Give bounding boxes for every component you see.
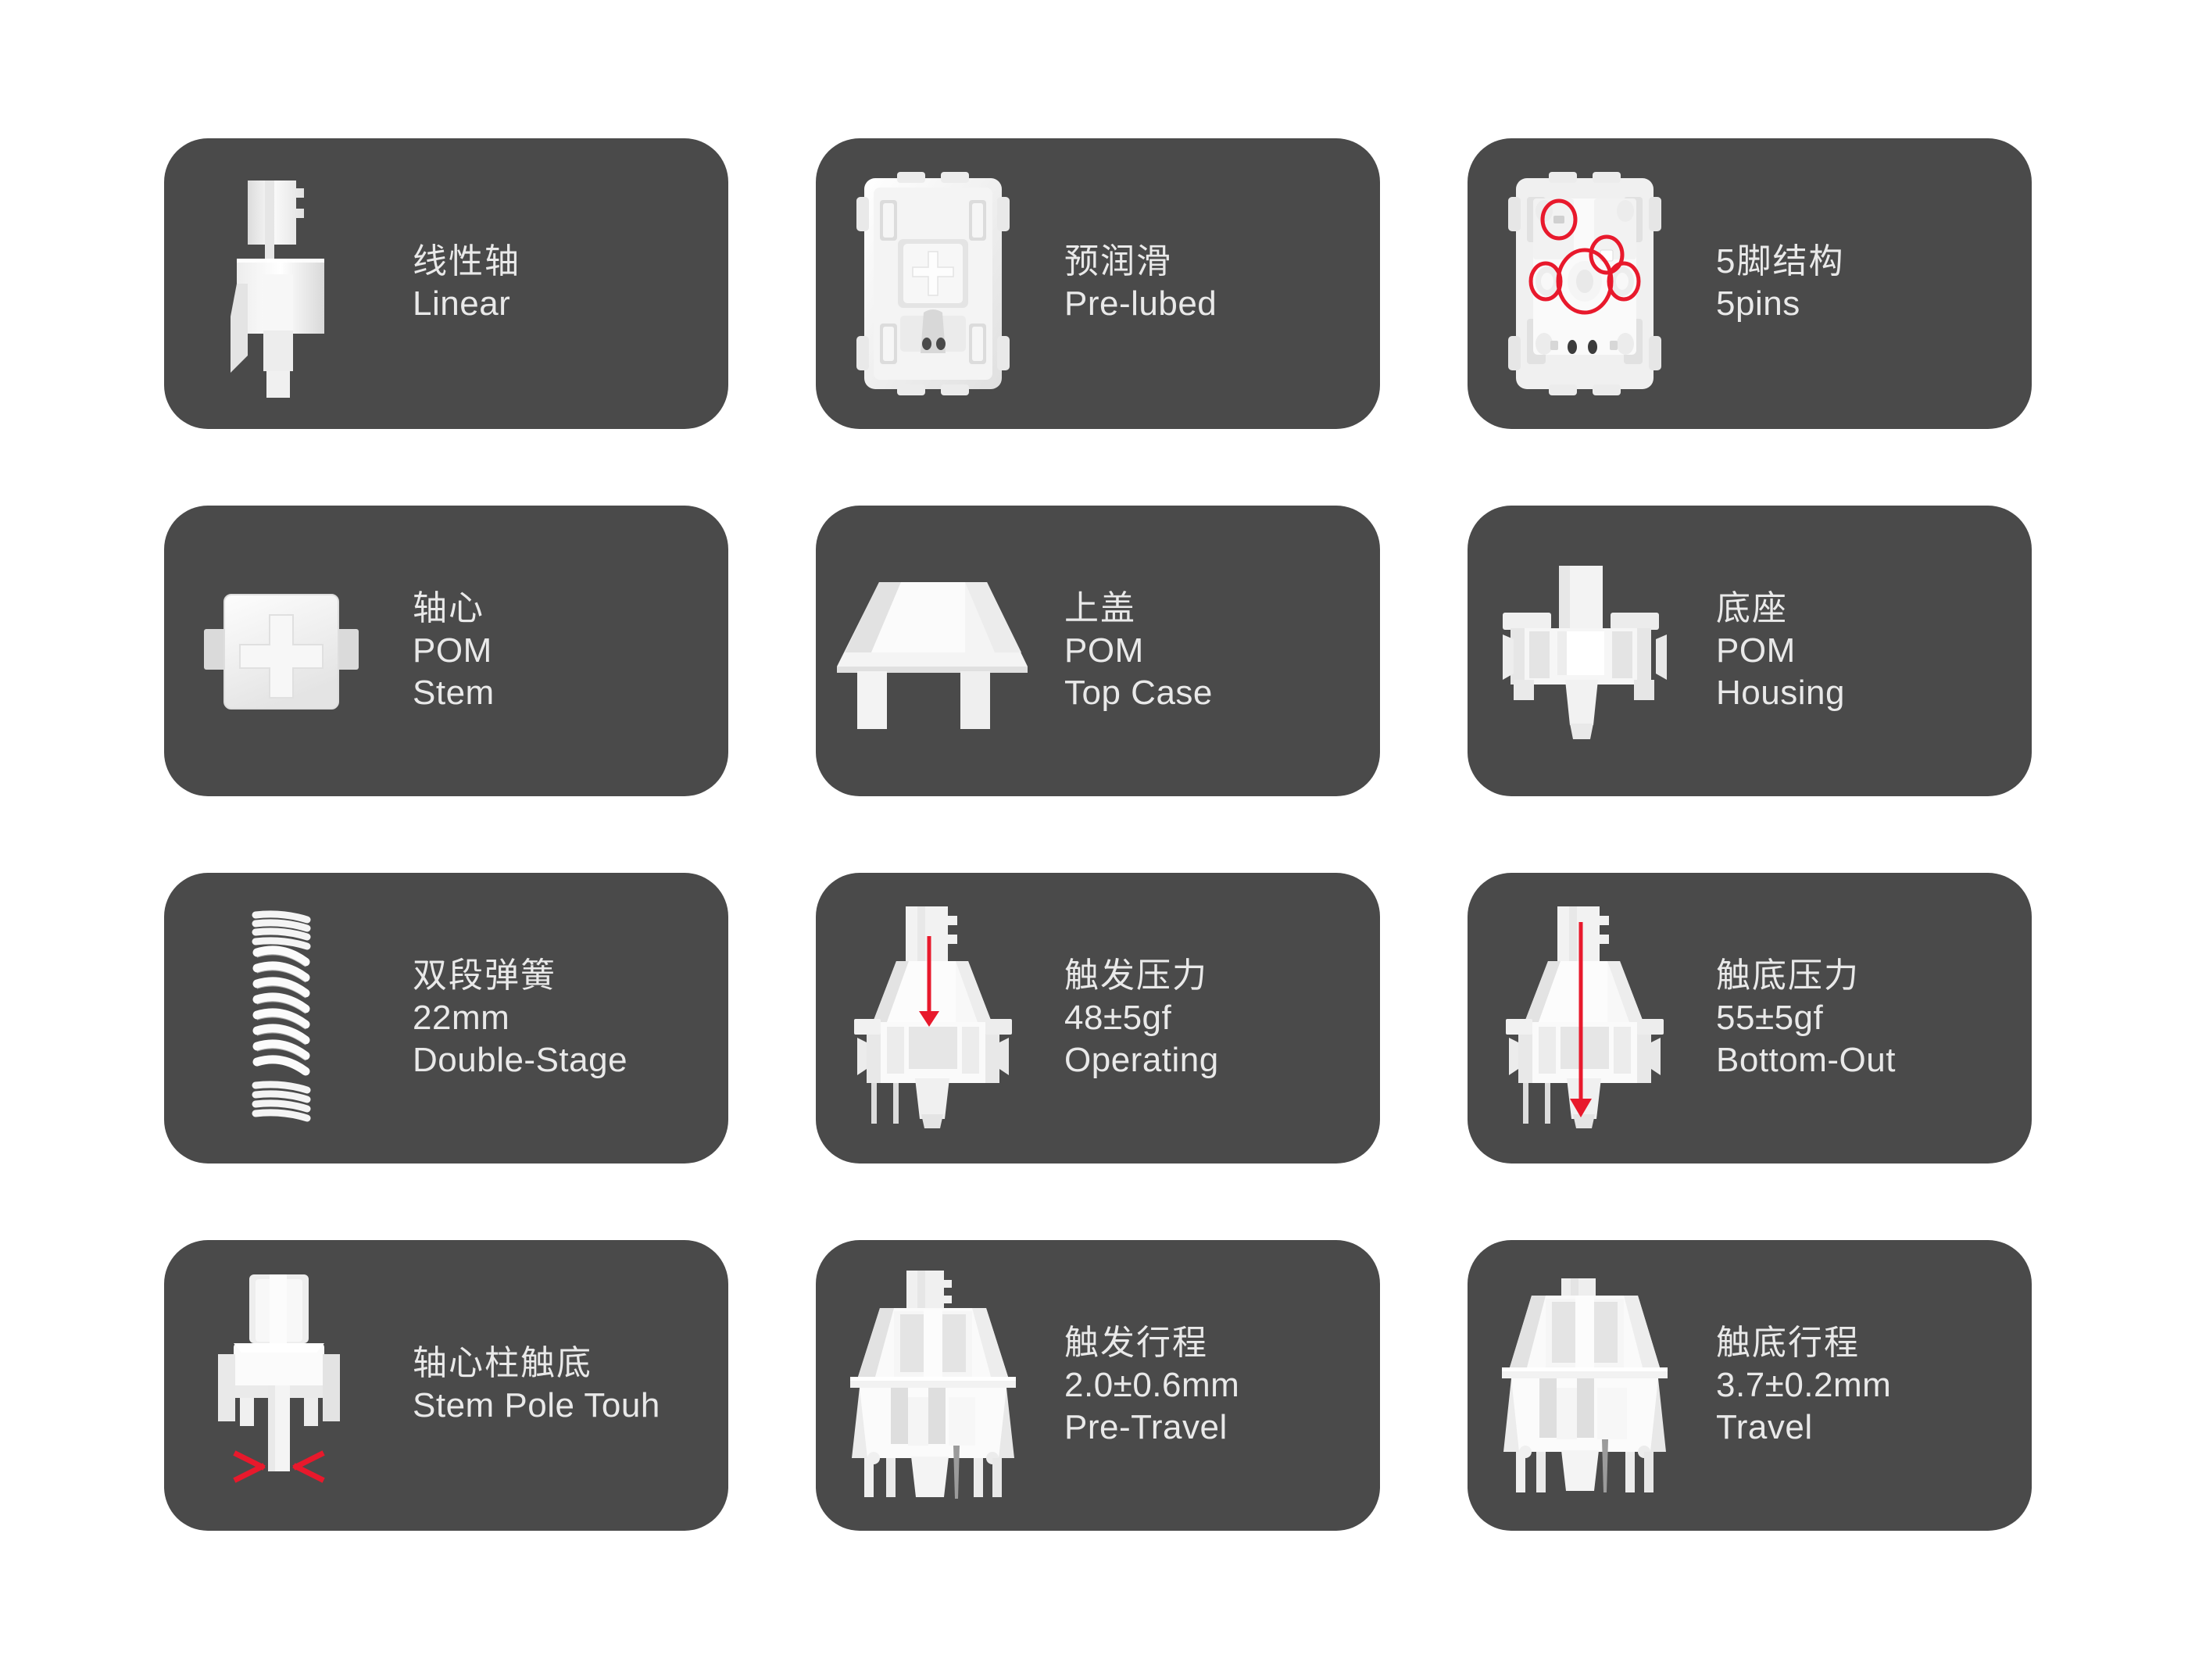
label-line: 55±5gf bbox=[1716, 999, 1824, 1037]
stem-pole-arrows-icon bbox=[164, 1240, 399, 1531]
housing-icon bbox=[1468, 506, 1702, 796]
spec-labels: 触底行程 3.7±0.2mm Travel bbox=[1702, 1322, 2032, 1449]
label-line: Top Case bbox=[1064, 674, 1213, 712]
spec-card-pre-lubed[interactable]: 预润滑 Pre-lubed bbox=[816, 138, 1380, 429]
label-line: 线性轴 bbox=[413, 242, 520, 281]
spec-labels: 上盖 POM Top Case bbox=[1050, 588, 1380, 714]
spec-card-housing[interactable]: 底座 POM Housing bbox=[1468, 506, 2032, 796]
spec-card-stem-pole-touch[interactable]: 轴心柱触底 Stem Pole Touh bbox=[164, 1240, 728, 1531]
label-line: Operating bbox=[1064, 1041, 1219, 1079]
spec-card-5pins[interactable]: 5脚结构 5pins bbox=[1468, 138, 2032, 429]
stem-cross-icon bbox=[164, 506, 399, 796]
label-line: POM bbox=[413, 631, 492, 670]
spec-card-pre-travel[interactable]: 触发行程 2.0±0.6mm Pre-Travel bbox=[816, 1240, 1380, 1531]
label-line: 48±5gf bbox=[1064, 999, 1172, 1037]
top-case-icon bbox=[816, 506, 1050, 796]
spec-card-operating-force[interactable]: 触发压力 48±5gf Operating bbox=[816, 873, 1380, 1163]
spec-labels: 5脚结构 5pins bbox=[1702, 241, 2032, 325]
switch-spec-grid: 线性轴 Linear bbox=[164, 138, 2032, 1532]
spec-labels: 预润滑 Pre-lubed bbox=[1050, 241, 1380, 325]
label-line: 底座 bbox=[1716, 589, 1788, 627]
spring-icon bbox=[164, 873, 399, 1163]
spec-card-stem[interactable]: 轴心 POM Stem bbox=[164, 506, 728, 796]
switch-front-arrow-long-icon bbox=[1468, 873, 1702, 1163]
label-line: 双段弹簧 bbox=[413, 956, 556, 995]
label-line: Double-Stage bbox=[413, 1041, 628, 1079]
spec-labels: 触发压力 48±5gf Operating bbox=[1050, 955, 1380, 1081]
spec-card-top-case[interactable]: 上盖 POM Top Case bbox=[816, 506, 1380, 796]
label-line: 触底行程 bbox=[1716, 1324, 1860, 1362]
label-line: 5脚结构 bbox=[1716, 242, 1845, 281]
spec-labels: 底座 POM Housing bbox=[1702, 588, 2032, 714]
spec-labels: 轴心 POM Stem bbox=[399, 588, 728, 714]
switch-open-front-icon-2 bbox=[1468, 1240, 1702, 1531]
label-line: 3.7±0.2mm bbox=[1716, 1366, 1892, 1404]
spec-labels: 线性轴 Linear bbox=[399, 241, 728, 325]
label-line: 轴心柱触底 bbox=[413, 1344, 592, 1382]
label-line: 5pins bbox=[1716, 284, 1800, 323]
switch-bottom-pins-icon bbox=[1468, 138, 1702, 429]
spec-card-spring[interactable]: 双段弹簧 22mm Double-Stage bbox=[164, 873, 728, 1163]
label-line: Pre-lubed bbox=[1064, 284, 1217, 323]
switch-side-stem-icon bbox=[164, 138, 399, 429]
switch-top-view-icon bbox=[816, 138, 1050, 429]
switch-front-arrow-short-icon bbox=[816, 873, 1050, 1163]
switch-open-front-icon bbox=[816, 1240, 1050, 1531]
spec-labels: 双段弹簧 22mm Double-Stage bbox=[399, 955, 728, 1081]
label-line: 22mm bbox=[413, 999, 510, 1037]
label-line: 触底压力 bbox=[1716, 956, 1860, 995]
label-line: Linear bbox=[413, 284, 511, 323]
label-line: Travel bbox=[1716, 1408, 1813, 1446]
spec-card-linear[interactable]: 线性轴 Linear bbox=[164, 138, 728, 429]
label-line: 触发行程 bbox=[1064, 1324, 1208, 1362]
label-line: 上盖 bbox=[1064, 589, 1136, 627]
label-line: Housing bbox=[1716, 674, 1845, 712]
label-line: POM bbox=[1716, 631, 1796, 670]
label-line: 触发压力 bbox=[1064, 956, 1208, 995]
label-line: Stem Pole Touh bbox=[413, 1386, 660, 1424]
label-line: 轴心 bbox=[413, 589, 484, 627]
label-line: Stem bbox=[413, 674, 495, 712]
label-line: 预润滑 bbox=[1064, 242, 1172, 281]
spec-card-travel[interactable]: 触底行程 3.7±0.2mm Travel bbox=[1468, 1240, 2032, 1531]
spec-labels: 轴心柱触底 Stem Pole Touh bbox=[399, 1342, 728, 1427]
label-line: POM bbox=[1064, 631, 1144, 670]
spec-labels: 触底压力 55±5gf Bottom-Out bbox=[1702, 955, 2032, 1081]
label-line: Bottom-Out bbox=[1716, 1041, 1896, 1079]
spec-card-bottom-out-force[interactable]: 触底压力 55±5gf Bottom-Out bbox=[1468, 873, 2032, 1163]
label-line: Pre-Travel bbox=[1064, 1408, 1228, 1446]
spec-labels: 触发行程 2.0±0.6mm Pre-Travel bbox=[1050, 1322, 1380, 1449]
label-line: 2.0±0.6mm bbox=[1064, 1366, 1240, 1404]
